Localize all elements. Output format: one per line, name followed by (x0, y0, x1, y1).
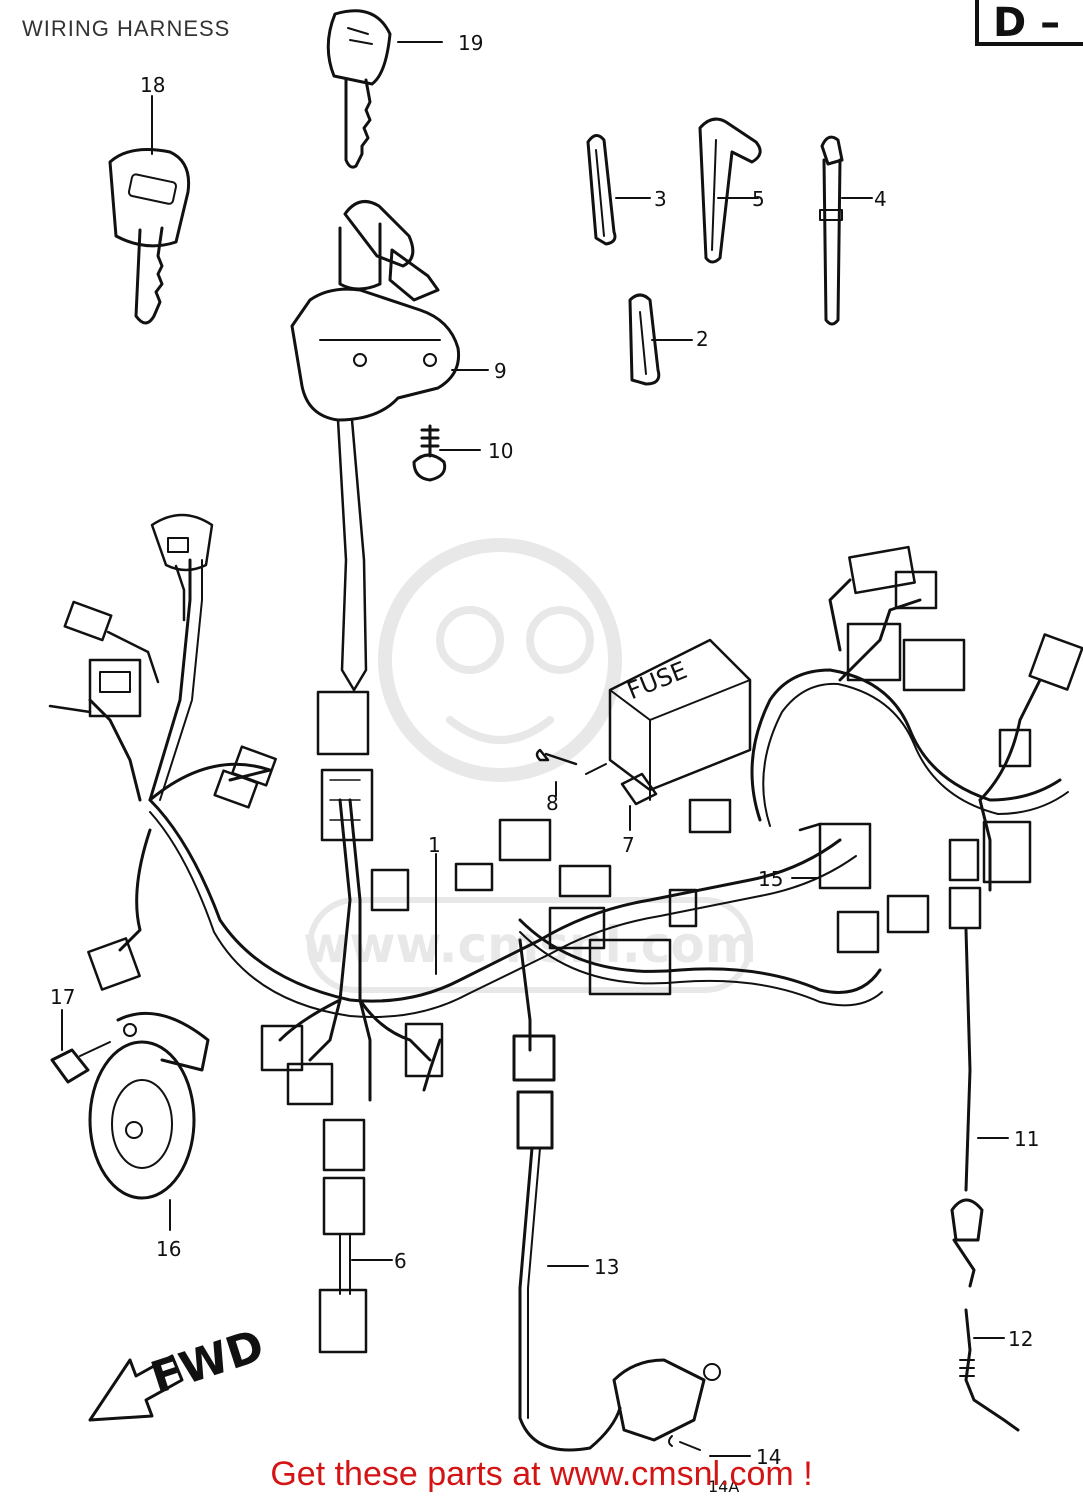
sheet-tag: D – (975, 0, 1083, 46)
screw-10 (412, 424, 447, 482)
clamp-2 (628, 293, 661, 386)
watermark-logo (307, 538, 753, 993)
callout-14a: 14A (708, 1477, 739, 1496)
callout-19: 19 (458, 31, 483, 55)
callout-4: 4 (874, 187, 887, 211)
callout-15: 15 (758, 867, 783, 891)
callout-1: 1 (428, 833, 441, 857)
callout-6: 6 (394, 1249, 407, 1273)
callout-12: 12 (1008, 1327, 1033, 1351)
fwd-arrow (88, 1354, 184, 1422)
clip-12 (959, 1308, 1020, 1432)
clamp-3 (586, 134, 617, 246)
callout-8: 8 (546, 791, 559, 815)
footer-link[interactable]: Get these parts at www.cmsnl.com ! (270, 1455, 813, 1493)
connectors (48, 513, 1083, 1354)
bolt-17 (50, 1041, 111, 1084)
callout-leaders (61, 41, 1009, 1457)
callout-numbers: 19 18 3 5 4 2 9 10 8 7 1 15 17 16 6 13 1… (50, 31, 1039, 1496)
callout-17: 17 (50, 985, 75, 1009)
tie-4 (819, 135, 844, 326)
callout-13: 13 (594, 1255, 619, 1279)
callout-16: 16 (156, 1237, 181, 1261)
callout-11: 11 (1014, 1127, 1039, 1151)
main-harness-1 (88, 558, 1069, 1102)
callout-9: 9 (494, 359, 507, 383)
callout-5: 5 (752, 187, 765, 211)
page-title: WIRING HARNESS (22, 16, 231, 41)
callout-10: 10 (488, 439, 513, 463)
clamp-5 (698, 117, 762, 264)
key-19 (326, 9, 392, 169)
key-18 (108, 148, 191, 325)
callout-14: 14 (756, 1445, 781, 1469)
callout-3: 3 (654, 187, 667, 211)
sender-11 (950, 928, 984, 1288)
ignition-switch-9 (290, 200, 461, 692)
fwd-label: FWD (145, 1320, 270, 1404)
sensor-lead-13 (512, 1034, 721, 1452)
callout-7: 7 (622, 833, 635, 857)
callout-2: 2 (696, 327, 709, 351)
fuse-label: FUSE (623, 656, 691, 705)
horn-16 (88, 1011, 210, 1200)
callout-18: 18 (140, 73, 165, 97)
